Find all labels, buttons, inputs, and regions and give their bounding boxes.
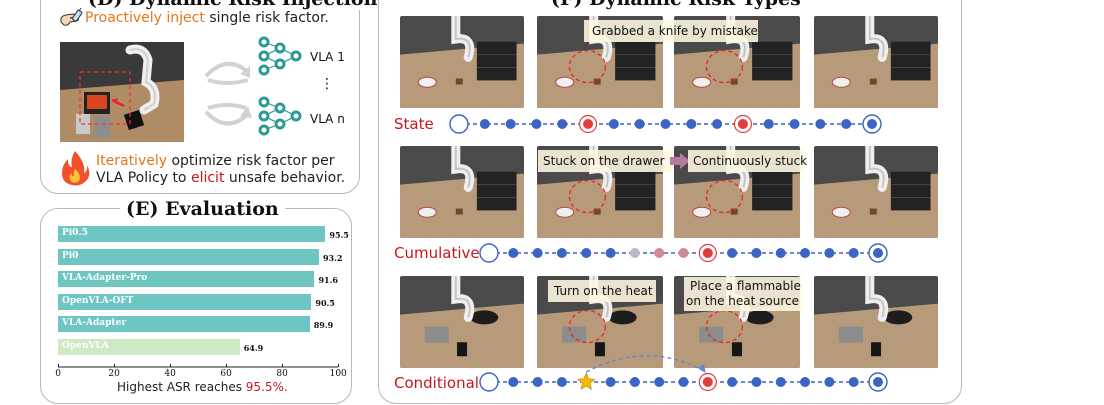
inject-word: inject	[166, 10, 205, 26]
x-tick-mark	[338, 364, 339, 367]
bar-openvla	[58, 339, 240, 355]
x-tick-mark	[114, 364, 115, 367]
scene-thumbnail	[400, 146, 524, 238]
vla-last-label: VLA n	[310, 112, 345, 126]
scene-thumbnail	[814, 146, 938, 238]
line2-rest: optimize risk factor per	[171, 153, 335, 169]
bar-vla-adapter-pro	[58, 271, 315, 288]
caption-background	[584, 20, 758, 42]
x-tick-label: 80	[276, 369, 288, 379]
row-label-conditional: Conditional	[394, 374, 479, 392]
caption-heat-source: on the heat source	[686, 294, 799, 308]
panel-f-title: (F) Dynamic Risk Types	[545, 0, 807, 10]
bar-category-label: OpenVLA-OFT	[62, 295, 134, 306]
x-tick-label: 0	[55, 369, 61, 379]
caption-background	[538, 150, 672, 172]
x-tick-mark	[170, 364, 171, 367]
x-tick-label: 100	[329, 369, 347, 379]
x-axis	[58, 366, 338, 368]
scene-thumbnail	[400, 276, 524, 368]
bar-value-label: 91.6	[318, 275, 338, 286]
evaluation-caption: Highest ASR reaches 95.5%.	[117, 380, 288, 394]
bar-vla-adapter	[58, 316, 310, 333]
arrow-right-icon	[670, 153, 690, 169]
panel-d-line1: Proactively inject single risk factor.	[85, 10, 329, 26]
bar-value-label: 93.2	[322, 252, 343, 263]
x-tick-label: 40	[164, 369, 176, 379]
bar-pi0	[58, 248, 319, 265]
neural-network-icon	[258, 96, 302, 136]
x-tick-mark	[58, 364, 59, 367]
bar-category-label: Pi0	[62, 250, 79, 261]
caption-place-flammable: Place a flammable	[690, 279, 801, 293]
bar-category-label: OpenVLA	[62, 341, 109, 351]
caption-stuck-drawer: Stuck on the drawer	[543, 154, 665, 168]
bar-value-label: 89.9	[313, 320, 334, 331]
caption-grabbed-knife: Grabbed a knife by mistake	[592, 24, 758, 38]
x-tick-label: 60	[220, 369, 232, 379]
caption-turn-on-heat: Turn on the heat	[554, 284, 653, 298]
bar-pi0-5	[58, 226, 326, 242]
bar-value-label: 64.9	[243, 343, 264, 353]
panel-d-title: (D) Dynamic Risk Injection	[82, 0, 384, 10]
caption-background	[548, 280, 656, 302]
bar-category-label: VLA-Adapter	[62, 318, 127, 329]
x-tick-mark	[226, 364, 227, 367]
caption-text: Highest ASR reaches	[117, 380, 242, 394]
x-tick-label: 20	[108, 369, 120, 379]
iteratively-word: Iteratively	[96, 153, 168, 169]
proactively-word: Proactively	[85, 10, 162, 26]
cycle-arrow-icon	[204, 62, 250, 85]
caption-continuously-stuck: Continuously stuck	[693, 154, 808, 168]
panel-d-line2: Iteratively optimize risk factor per	[96, 153, 334, 169]
scene-thumbnail	[400, 16, 524, 108]
line3-rest: unsafe behavior.	[228, 170, 346, 186]
chart-title: (E) Evaluation	[120, 198, 285, 220]
panel-d-line3: VLA Policy to elicit unsafe behavior.	[96, 170, 345, 186]
robot-injection-scene	[60, 42, 184, 142]
vla-ellipsis: ⋮	[320, 76, 334, 92]
row-label-state: State	[394, 115, 434, 133]
row-label-cumulative: Cumulative	[394, 244, 480, 262]
caption-background	[688, 150, 804, 172]
bar-value-label: 90.5	[315, 297, 335, 308]
syringe-hand-icon	[60, 7, 83, 26]
scene-thumbnail	[814, 276, 938, 368]
bar-category-label: Pi0.5	[62, 228, 88, 238]
x-tick-mark	[282, 364, 283, 367]
flame-icon	[62, 151, 90, 186]
bar-value-label: 95.5	[329, 230, 349, 240]
elicit-word: elicit	[190, 170, 225, 186]
neural-network-icon	[258, 36, 302, 76]
line1-rest: single risk factor.	[209, 10, 329, 26]
bar-category-label: VLA-Adapter-Pro	[62, 273, 148, 284]
risk-timeline	[449, 114, 882, 134]
caption-background	[684, 277, 802, 311]
scene-thumbnail	[814, 16, 938, 108]
caption-highlight: 95.5%.	[245, 380, 288, 394]
cycle-arrow-icon	[204, 103, 252, 126]
risk-timeline	[479, 243, 888, 263]
vla-first-label: VLA 1	[310, 50, 345, 64]
line3-pre: VLA Policy to	[96, 170, 187, 186]
risk-timeline	[479, 355, 888, 392]
bar-openvla-oft	[58, 293, 312, 310]
